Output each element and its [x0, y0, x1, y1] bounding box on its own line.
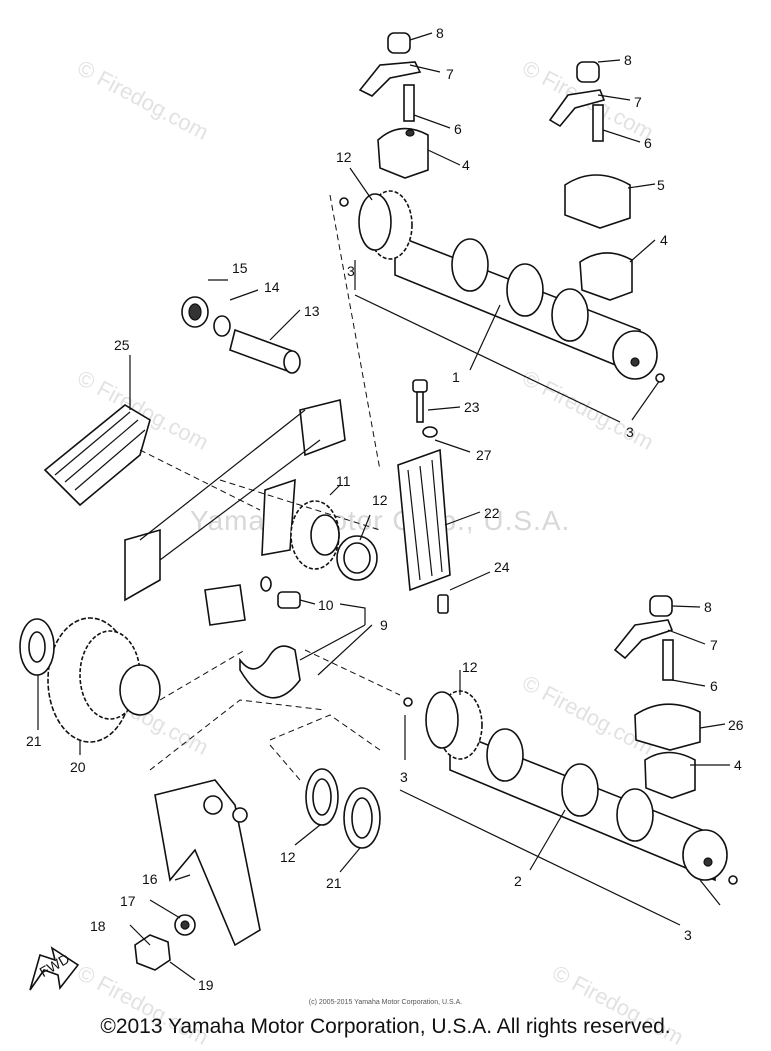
idler-sprocket: [290, 500, 340, 570]
cam-cap-lower-right: [644, 751, 696, 799]
callout: 3: [400, 769, 408, 785]
guide-pin: [437, 594, 449, 614]
callout: 12: [372, 492, 388, 508]
tensioner-washer: [174, 914, 196, 936]
cam-cap-5: [564, 174, 631, 229]
callout: 11: [336, 473, 351, 489]
callout: 18: [90, 918, 106, 934]
upper-camshaft: [394, 233, 658, 380]
bearing: [181, 296, 209, 328]
lower-washer-21: [343, 787, 381, 849]
callout: 27: [476, 447, 492, 463]
circlip: [213, 315, 231, 337]
callout: 24: [494, 559, 510, 575]
idler-shaft: [229, 328, 301, 374]
lower-washer-12: [305, 768, 339, 826]
callout: 12: [462, 659, 478, 675]
cam-chain: [124, 399, 346, 699]
callout: 3: [684, 927, 692, 943]
callout: 4: [462, 157, 470, 173]
callout: 19: [198, 977, 214, 993]
callout: 5: [657, 177, 665, 193]
small-copyright: (c) 2005-2015 Yamaha Motor Corporation, …: [308, 999, 463, 1006]
callout: 7: [710, 637, 718, 653]
callout: 4: [660, 232, 668, 248]
callout: 1: [452, 369, 460, 385]
callout: 14: [264, 279, 280, 295]
crank-gear: [47, 617, 161, 743]
chain-guide-top: [43, 404, 151, 507]
callout: 17: [120, 893, 136, 909]
callout: 9: [380, 617, 388, 633]
stud-bracket-nut-lower: [613, 595, 674, 681]
callout: 20: [70, 759, 86, 775]
callout: 12: [336, 149, 352, 165]
callout: 3: [347, 263, 355, 279]
crank-washer: [19, 618, 55, 676]
callout: 23: [464, 399, 480, 415]
center-watermark: Yamaha Motor Corp., U.S.A.: [190, 505, 571, 536]
cam-cap-upper-left: [377, 127, 429, 179]
upper-cam-sprocket: [358, 190, 413, 260]
callout: 8: [624, 52, 632, 68]
stud-bracket-nut-right: [548, 61, 606, 142]
callout: 16: [142, 871, 158, 887]
fwd-arrow-icon: FWD: [29, 946, 80, 991]
chain-guide-side: [397, 448, 451, 592]
leader-lines: [37, 32, 738, 981]
guide-bolt: [412, 379, 428, 423]
callout: 4: [734, 757, 742, 773]
cam-cap-upper-right: [579, 252, 633, 301]
callout: 21: [326, 875, 342, 891]
callout: 26: [728, 717, 744, 733]
chain-tensioner: [154, 779, 261, 947]
callout-labels: 8 7 6 4 12 8 7 6 5 4 3 1 3 15 14 13 25 2…: [26, 25, 744, 993]
cam-cap-26: [634, 703, 701, 751]
callout: 6: [454, 121, 462, 137]
callout: 21: [26, 733, 42, 749]
callout: 12: [280, 849, 296, 865]
callout: 6: [710, 678, 718, 694]
callout: 22: [484, 505, 500, 521]
callout: 8: [704, 599, 712, 615]
lower-camshaft: [449, 728, 728, 882]
idler-washer: [336, 535, 378, 581]
callout: 25: [114, 337, 130, 353]
callout: 13: [304, 303, 320, 319]
tensioner-nut: [134, 934, 171, 971]
idler-spacer: [260, 576, 301, 609]
callout: 7: [634, 94, 642, 110]
footer-copyright: ©2013 Yamaha Motor Corporation, U.S.A. A…: [100, 1015, 671, 1038]
guide-washer: [422, 426, 438, 438]
callout: 15: [232, 260, 248, 276]
callout: 7: [446, 66, 454, 82]
lower-cam-sprocket: [425, 690, 483, 760]
callout: 3: [626, 424, 634, 440]
callout: 10: [318, 597, 334, 613]
callout: 6: [644, 135, 652, 151]
callout: 2: [514, 873, 522, 889]
callout: 8: [436, 25, 444, 41]
stud-bracket-nut-left: [358, 32, 422, 122]
